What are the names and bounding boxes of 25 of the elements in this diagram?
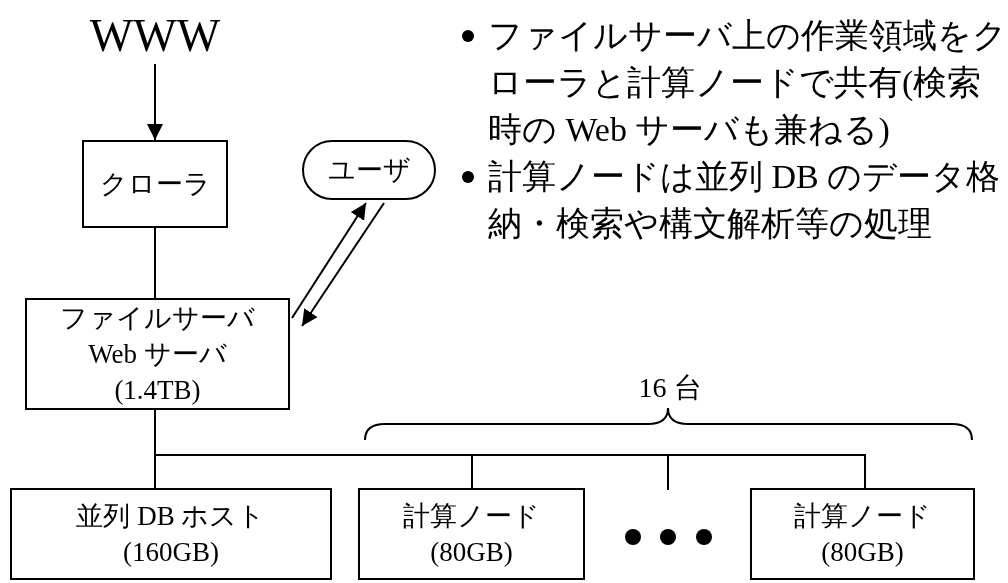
user-terminal	[302, 140, 436, 200]
node-text: (80GB)	[821, 536, 904, 569]
connector-line	[154, 227, 156, 299]
bullet-text: 計算ノードは並列 DB のデータ格納・検索や構文解析等の処理	[488, 157, 1002, 244]
node-text: (80GB)	[430, 536, 513, 569]
node-text: Web サーバ	[88, 338, 227, 371]
node-text: 並列 DB ホスト	[76, 500, 266, 533]
node-text: WWW	[89, 10, 221, 62]
arrow	[301, 202, 385, 327]
node-text: (1.4TB)	[114, 374, 201, 407]
node-text: クローラ	[99, 168, 211, 201]
node-text: 計算ノード	[794, 500, 931, 533]
server-box	[25, 298, 290, 410]
node-text: 計算ノード	[403, 500, 540, 533]
arrow	[291, 202, 367, 319]
db-host-box	[10, 488, 332, 580]
count-label: 16 台	[637, 371, 703, 405]
bullet-text: ファイルサーバ上の作業領域をクローラと計算ノードで共有(検索時の Web サーバも兼ねる)	[488, 16, 1008, 150]
node-text: ファイルサーバ	[60, 302, 255, 335]
compute-node-box	[358, 488, 585, 580]
crawler-box	[82, 140, 228, 228]
node-text: ユーザ	[327, 154, 411, 187]
compute-node-box	[750, 488, 975, 580]
node-text: (160GB)	[123, 536, 219, 569]
arrow	[147, 63, 163, 141]
